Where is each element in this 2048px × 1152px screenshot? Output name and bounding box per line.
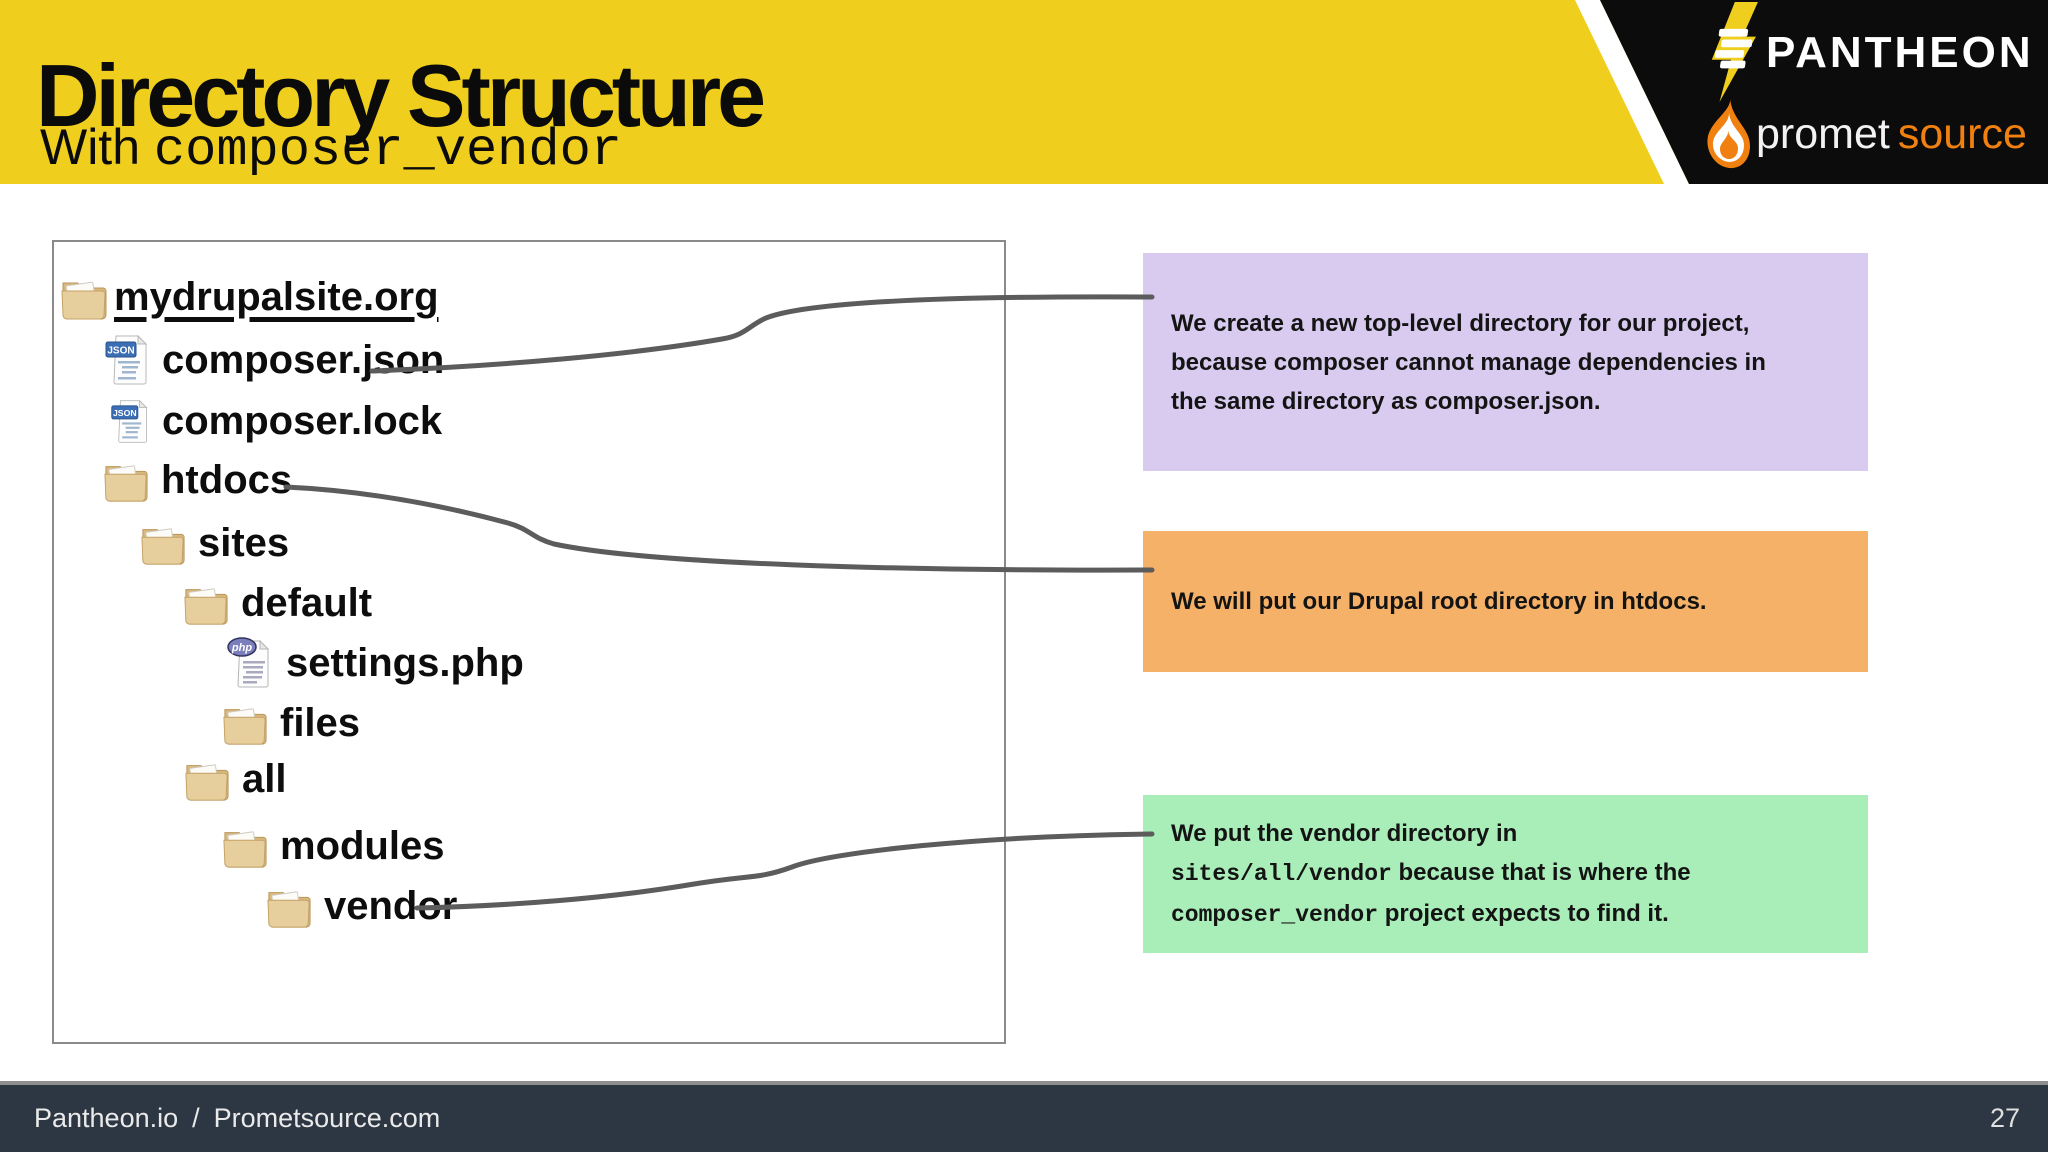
footer-bar: Pantheon.io / Prometsource.com 27 xyxy=(0,1081,2048,1152)
pantheon-bolt-icon xyxy=(1711,2,1758,102)
tree-item-label: sites xyxy=(198,520,290,565)
promet-wordmark-promet: promet xyxy=(1756,110,1890,158)
json-badge: JSON xyxy=(107,346,134,357)
tree-item-composer-json: JSON composer.json xyxy=(104,328,444,392)
corner-white-stripe xyxy=(1575,0,1689,184)
tree-item-all: all xyxy=(184,747,286,811)
json-badge: JSON xyxy=(113,407,137,417)
promet-wordmark-source: source xyxy=(1897,110,2027,158)
tree-item-default: default xyxy=(183,571,372,635)
tree-item-composer-lock: JSON composer.lock xyxy=(110,389,442,453)
page-subtitle: With composer_vendor xyxy=(40,122,622,177)
tree-item-htdocs: htdocs xyxy=(103,448,292,512)
tree-item-label: modules xyxy=(280,823,445,868)
tree-item-label: composer.lock xyxy=(162,398,443,443)
tree-item-settings-php: php settings.php xyxy=(226,631,524,695)
footer-sites: Pantheon.io / Prometsource.com xyxy=(34,1085,454,1152)
folder-icon xyxy=(266,883,312,929)
tree-item-label: vendor xyxy=(324,883,458,928)
tree-item-label: default xyxy=(241,580,373,625)
tree-item-label: settings.php xyxy=(286,640,524,685)
callout-green: We put the vendor directory in sites/all… xyxy=(1143,795,1868,953)
footer-site-pantheon: Pantheon.io xyxy=(34,1103,179,1133)
folder-icon xyxy=(184,756,230,802)
callout-purple: We create a new top-level directory for … xyxy=(1143,253,1868,471)
tree-item-label: composer.json xyxy=(162,337,445,382)
callout-orange-line: We will put our Drupal root directory in… xyxy=(1171,588,1707,615)
php-badge: php xyxy=(231,642,252,654)
callout-green-code: composer_vendor xyxy=(1171,901,1379,928)
tree-item-files: files xyxy=(222,691,360,755)
tree-item-mydrupalsite: mydrupalsite.org xyxy=(60,265,439,329)
callout-green-code: sites/all/vendor xyxy=(1171,860,1392,887)
callout-green-line: sites/all/vendor because that is where t… xyxy=(1171,853,1828,894)
tree-item-sites: sites xyxy=(140,511,289,575)
subtitle-prefix: With xyxy=(40,119,154,175)
callout-green-text: because that is where the xyxy=(1391,858,1691,886)
pantheon-wordmark: PANTHEON xyxy=(1766,28,2034,77)
php-file-icon: php xyxy=(226,635,274,691)
callout-purple-line: the same directory as composer.json. xyxy=(1171,387,1601,415)
callout-green-text: project expects to find it. xyxy=(1378,899,1669,927)
tree-item-label: files xyxy=(280,700,361,745)
folder-icon xyxy=(222,700,268,746)
footer-separator: / xyxy=(192,1103,200,1133)
folder-icon xyxy=(222,823,268,869)
callout-green-line: We put the vendor directory in xyxy=(1171,819,1518,847)
callout-purple-line: We create a new top-level directory for … xyxy=(1171,309,1750,337)
folder-icon xyxy=(60,274,108,320)
tree-item-label: htdocs xyxy=(161,457,293,502)
callout-purple-line: because composer cannot manage dependenc… xyxy=(1171,348,1766,376)
callout-orange: We will put our Drupal root directory in… xyxy=(1143,531,1868,672)
tree-item-modules: modules xyxy=(222,814,444,878)
folder-icon xyxy=(103,457,149,503)
folder-icon xyxy=(183,580,229,626)
page-title: Directory Structure xyxy=(36,46,766,145)
subtitle-code: composer_vendor xyxy=(153,121,622,180)
page-number: 27 xyxy=(1989,1103,2020,1133)
json-file-icon: JSON xyxy=(110,398,150,445)
footer-site-promet: Prometsource.com xyxy=(213,1103,441,1133)
promet-flame-icon xyxy=(1707,98,1750,169)
tree-item-label: mydrupalsite.org xyxy=(114,274,439,319)
tree-item-label: all xyxy=(242,756,287,801)
tree-item-vendor: vendor xyxy=(266,874,457,938)
json-file-icon: JSON xyxy=(104,333,150,387)
folder-icon xyxy=(140,520,186,566)
callout-green-line: composer_vendor project expects to find … xyxy=(1171,894,1828,935)
